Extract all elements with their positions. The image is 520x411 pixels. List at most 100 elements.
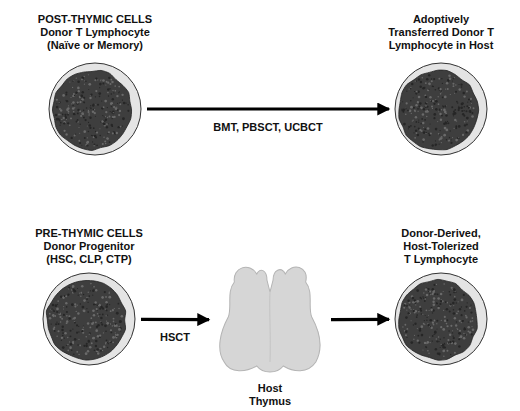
chromatin-dot	[60, 321, 61, 322]
chromatin-dot	[68, 105, 69, 106]
chromatin-dot	[444, 343, 445, 344]
chromatin-dot	[433, 117, 435, 119]
chromatin-dot	[465, 334, 467, 336]
chromatin-dot	[414, 109, 416, 111]
chromatin-dot	[440, 118, 442, 120]
transfer-arrow	[147, 107, 389, 110]
chromatin-dot	[85, 80, 86, 81]
chromatin-dot	[63, 121, 66, 124]
chromatin-dot	[92, 337, 94, 339]
chromatin-dot	[88, 122, 89, 123]
chromatin-dot	[427, 324, 429, 326]
node-caption: Host Thymus	[170, 382, 370, 408]
chromatin-dot	[68, 111, 70, 113]
chromatin-dot	[95, 304, 96, 305]
chromatin-dot	[470, 98, 472, 100]
chromatin-dot	[114, 308, 115, 309]
chromatin-dot	[105, 315, 106, 316]
chromatin-dot	[116, 95, 118, 97]
chromatin-dot	[77, 80, 80, 83]
chromatin-dot	[63, 122, 65, 124]
chromatin-dot	[123, 102, 126, 105]
chromatin-dot	[420, 81, 422, 83]
chromatin-dot	[439, 134, 440, 135]
chromatin-dot	[80, 303, 81, 304]
chromatin-dot	[433, 297, 436, 300]
chromatin-dot	[87, 350, 90, 353]
chromatin-dot	[439, 90, 440, 91]
chromatin-dot	[65, 302, 67, 304]
chromatin-dot	[89, 346, 92, 349]
chromatin-dot	[423, 131, 426, 134]
chromatin-dot	[78, 295, 79, 296]
chromatin-dot	[463, 328, 466, 331]
chromatin-dot	[433, 86, 435, 88]
chromatin-dot	[453, 128, 454, 129]
chromatin-dot	[92, 309, 95, 312]
chromatin-dot	[462, 320, 464, 322]
chromatin-dot	[440, 130, 441, 131]
chromatin-dot	[95, 289, 97, 291]
chromatin-dot	[67, 294, 69, 296]
chromatin-dot	[451, 139, 452, 140]
chromatin-dot	[113, 106, 115, 108]
chromatin-dot	[456, 302, 457, 303]
chromatin-dot	[73, 319, 74, 320]
chromatin-dot	[106, 126, 108, 128]
chromatin-dot	[455, 91, 457, 93]
chromatin-dot	[403, 123, 406, 126]
chromatin-dot	[105, 116, 106, 117]
chromatin-dot	[67, 337, 68, 338]
chromatin-dot	[428, 109, 429, 110]
chromatin-dot	[453, 337, 455, 339]
chromatin-dot	[449, 304, 451, 306]
chromatin-dot	[439, 303, 441, 305]
chromatin-dot	[436, 302, 438, 304]
cell-node: POST-THYMIC CELLSDonor T Lymphocyte (Naï…	[48, 62, 142, 156]
chromatin-dot	[64, 337, 65, 338]
chromatin-dot	[81, 112, 84, 115]
chromatin-dot	[83, 299, 86, 302]
chromatin-dot	[452, 332, 453, 333]
chromatin-dot	[425, 82, 427, 84]
chromatin-dot	[419, 85, 422, 88]
chromatin-dot	[464, 124, 466, 126]
chromatin-dot	[61, 340, 62, 341]
chromatin-dot	[88, 312, 89, 313]
chromatin-dot	[425, 103, 427, 105]
chromatin-dot	[109, 116, 111, 118]
chromatin-dot	[86, 145, 88, 147]
chromatin-dot	[89, 124, 92, 127]
chromatin-dot	[420, 310, 422, 312]
chromatin-dot	[439, 341, 440, 342]
chromatin-dot	[436, 320, 438, 322]
chromatin-dot	[86, 343, 88, 345]
chromatin-dot	[92, 104, 94, 106]
chromatin-dot	[76, 351, 78, 353]
chromatin-dot	[109, 324, 110, 325]
chromatin-dot	[429, 337, 430, 338]
chromatin-dot	[103, 332, 104, 333]
chromatin-dot	[56, 103, 57, 104]
chromatin-dot	[84, 137, 86, 139]
chromatin-dot	[53, 310, 54, 311]
chromatin-dot	[460, 84, 462, 86]
chromatin-dot	[458, 106, 459, 107]
chromatin-dot	[66, 100, 68, 102]
chromatin-dot	[470, 304, 471, 305]
chromatin-dot	[411, 320, 412, 321]
chromatin-dot	[93, 314, 96, 317]
chromatin-texture	[55, 74, 130, 146]
chromatin-dot	[432, 312, 433, 313]
chromatin-dot	[72, 105, 74, 107]
chromatin-dot	[72, 87, 73, 88]
chromatin-dot	[431, 307, 433, 309]
chromatin-dot	[83, 113, 84, 114]
chromatin-dot	[458, 107, 461, 110]
chromatin-dot	[87, 322, 89, 324]
chromatin-dot	[100, 350, 102, 352]
chromatin-dot	[419, 102, 422, 105]
chromatin-dot	[88, 83, 91, 86]
